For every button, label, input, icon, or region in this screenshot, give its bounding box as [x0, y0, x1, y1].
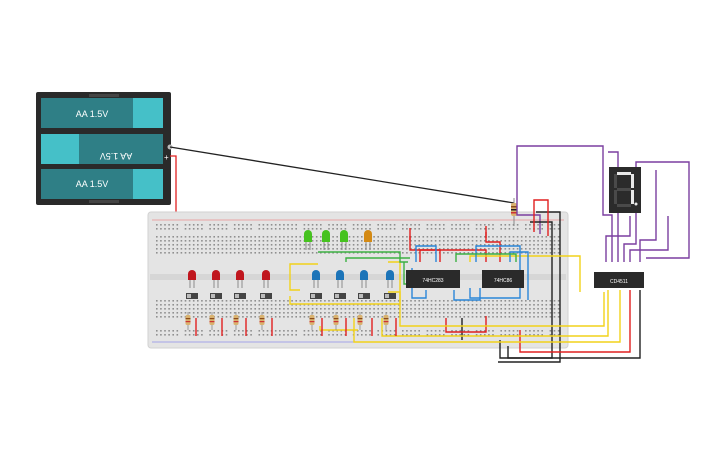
wire-red[interactable]	[533, 199, 549, 236]
wire-purple[interactable]	[629, 216, 669, 262]
wire-blue[interactable]	[453, 288, 481, 301]
wire-red[interactable]	[409, 236, 441, 262]
blue-input-led[interactable]	[336, 270, 344, 288]
battery-cell-label: AA 1.5V	[76, 179, 109, 189]
wire-black[interactable]	[507, 290, 641, 359]
wire-blue[interactable]	[509, 251, 529, 300]
battery-black-wire[interactable]	[169, 146, 515, 204]
segment-e	[614, 190, 617, 204]
battery-cell-1[interactable]: AA 1.5V	[41, 98, 163, 128]
chip-label: CD4511	[610, 279, 628, 285]
input-resistor[interactable]	[233, 312, 239, 330]
wire-purple[interactable]	[605, 216, 631, 262]
chip-label: 74HC86	[494, 278, 513, 284]
segment-g	[617, 188, 631, 191]
slide-switch[interactable]	[384, 293, 396, 299]
wire-yellow[interactable]	[289, 263, 318, 291]
wire-yellow[interactable]	[388, 291, 605, 327]
red-input-led[interactable]	[188, 270, 196, 288]
chip-cd4511[interactable]: CD4511	[594, 272, 644, 288]
input-section[interactable]	[185, 270, 397, 330]
battery-plus-symbol: +	[164, 153, 169, 162]
wire-purple[interactable]	[516, 145, 613, 262]
wire-red[interactable]	[445, 316, 487, 333]
battery-cell-label: AA 1.5V	[76, 109, 109, 119]
input-resistor[interactable]	[357, 312, 363, 330]
input-resistor[interactable]	[185, 312, 191, 330]
input-resistor[interactable]	[309, 312, 315, 330]
wire-purple[interactable]	[639, 170, 657, 262]
orange-output-led[interactable]	[364, 230, 372, 250]
green-output-led[interactable]	[322, 230, 330, 250]
slide-switch[interactable]	[234, 293, 246, 299]
slide-switch[interactable]	[260, 293, 272, 299]
green-output-led[interactable]	[304, 230, 312, 250]
segment-f	[614, 174, 617, 188]
wire-purple[interactable]	[608, 151, 619, 262]
display-segments	[614, 172, 634, 207]
blue-input-led[interactable]	[386, 270, 394, 288]
chip-label: 74HC283	[422, 278, 443, 284]
segment-b	[631, 174, 634, 188]
pullup-resistor[interactable]	[511, 198, 517, 226]
slide-switch[interactable]	[358, 293, 370, 299]
battery-red-wire[interactable]	[170, 155, 177, 232]
wire-blue[interactable]	[415, 245, 437, 262]
wires[interactable]	[289, 145, 690, 363]
output-leds[interactable]	[304, 230, 372, 250]
slide-switch[interactable]	[334, 293, 346, 299]
input-resistor[interactable]	[259, 312, 265, 330]
battery-cell-3[interactable]: AA 1.5V	[41, 169, 163, 199]
battery-cell-label: AA 1.5V	[100, 151, 133, 161]
slide-switch[interactable]	[210, 293, 222, 299]
input-resistor[interactable]	[333, 312, 339, 330]
segment-d	[617, 204, 631, 207]
blue-input-led[interactable]	[360, 270, 368, 288]
red-input-led[interactable]	[236, 270, 244, 288]
wire-red[interactable]	[519, 290, 631, 353]
chip-74hc283[interactable]: 74HC283	[406, 270, 460, 288]
breadboard[interactable]	[147, 211, 569, 349]
seven-segment-display[interactable]	[609, 167, 641, 213]
segment-c	[631, 190, 634, 204]
breadboard-center-channel	[150, 274, 566, 280]
battery-pack[interactable]: AA 1.5V AA 1.5V AA 1.5V +	[36, 92, 173, 205]
wire-green[interactable]	[345, 257, 410, 262]
green-output-led[interactable]	[340, 230, 348, 250]
chip-74hc86[interactable]: 74HC86	[482, 270, 524, 288]
breadboard-holes	[156, 224, 560, 336]
wire-purple[interactable]	[623, 161, 690, 262]
red-input-led[interactable]	[212, 270, 220, 288]
display-decimal-point	[634, 202, 638, 206]
battery-cell-2[interactable]: AA 1.5V	[41, 134, 163, 164]
wire-yellow[interactable]	[381, 290, 609, 337]
red-input-led[interactable]	[262, 270, 270, 288]
wire-green[interactable]	[455, 253, 517, 262]
slide-switch[interactable]	[310, 293, 322, 299]
blue-input-led[interactable]	[312, 270, 320, 288]
slide-switch[interactable]	[186, 293, 198, 299]
wire-yellow[interactable]	[469, 255, 581, 292]
rail-jumpers[interactable]	[195, 226, 487, 336]
input-resistor[interactable]	[383, 312, 389, 330]
segment-a	[617, 172, 631, 175]
input-resistor[interactable]	[209, 312, 215, 330]
